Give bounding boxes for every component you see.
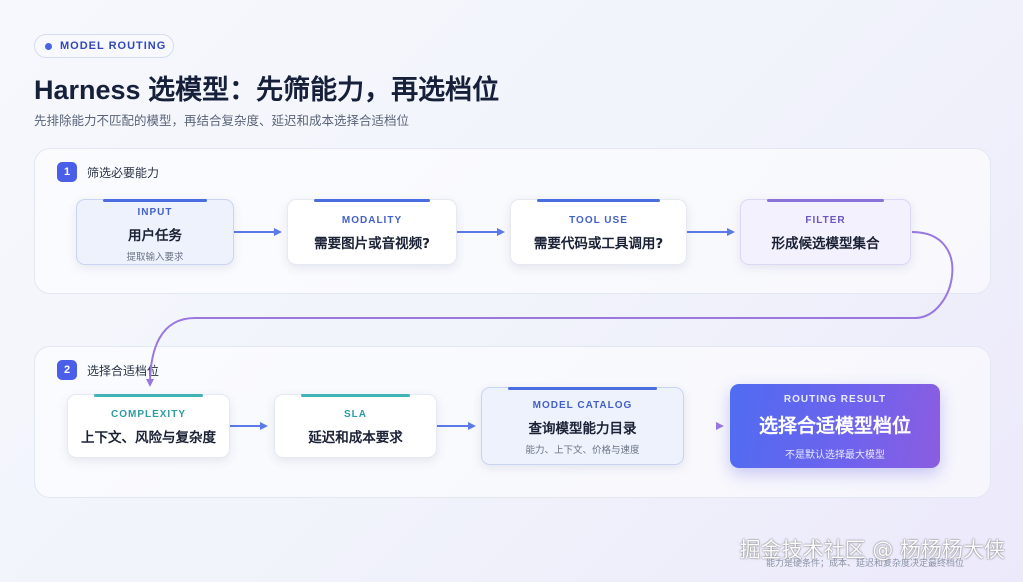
node-caption: 能力、上下文、价格与速度 (525, 445, 640, 456)
section-badge: MODEL ROUTING (34, 34, 174, 58)
node-accent-bar (537, 199, 660, 202)
node-title: 需要图片或音视频? (314, 236, 430, 252)
node-tag: MODALITY (341, 215, 403, 226)
node-tag: INPUT (137, 207, 173, 218)
node-modality: MODALITY 需要图片或音视频? (287, 199, 457, 265)
stage-1-number: 1 (57, 162, 77, 182)
badge-dot-icon (45, 42, 52, 50)
node-accent-bar (314, 199, 430, 202)
node-model-catalog: MODEL CATALOG 查询模型能力目录 能力、上下文、价格与速度 (481, 387, 684, 465)
node-tag: SLA (344, 409, 367, 420)
node-title: 形成候选模型集合 (771, 236, 880, 252)
stage-2-header: 2 选择合适档位 (57, 360, 159, 380)
footnote: 能力是硬条件；成本、延迟和复杂度决定最终档位 (766, 559, 965, 569)
stage-2-label: 选择合适档位 (87, 363, 160, 378)
node-filter: FILTER 形成候选模型集合 (740, 199, 911, 265)
node-tag: FILTER (805, 215, 846, 226)
stage-2-number: 2 (57, 360, 77, 380)
page-title: Harness 选模型：先筛能力，再选档位 (34, 75, 500, 105)
node-title: 上下文、风险与复杂度 (81, 430, 216, 446)
node-accent-bar (94, 394, 203, 397)
node-input: INPUT 用户任务 提取输入要求 (76, 199, 234, 265)
node-tag: COMPLEXITY (110, 409, 186, 420)
node-caption: 提取输入要求 (126, 252, 184, 263)
watermark: 掘金技术社区 @ 杨杨杨大侠 (739, 538, 1005, 562)
node-sla: SLA 延迟和成本要求 (274, 394, 437, 458)
node-accent-bar (103, 199, 207, 202)
stage-1-header: 1 筛选必要能力 (57, 162, 159, 182)
node-tag: ROUTING RESULT (783, 394, 887, 405)
page-subtitle: 先排除能力不匹配的模型，再结合复杂度、延迟和成本选择合适档位 (34, 113, 410, 128)
node-routing-result: ROUTING RESULT 选择合适模型档位 不是默认选择最大模型 (730, 384, 940, 468)
node-tag: MODEL CATALOG (532, 400, 633, 411)
node-accent-bar (508, 387, 657, 390)
node-caption: 不是默认选择最大模型 (785, 450, 885, 461)
node-title: 选择合适模型档位 (758, 415, 911, 437)
node-complexity: COMPLEXITY 上下文、风险与复杂度 (67, 394, 230, 458)
node-title: 查询模型能力目录 (528, 421, 637, 437)
node-title: 需要代码或工具调用? (533, 236, 664, 252)
node-title: 延迟和成本要求 (308, 430, 403, 446)
node-accent-bar (301, 394, 410, 397)
node-accent-bar (767, 199, 884, 202)
node-title: 用户任务 (128, 228, 182, 244)
node-tool-use: TOOL USE 需要代码或工具调用? (510, 199, 687, 265)
badge-label: MODEL ROUTING (60, 40, 167, 52)
node-tag: TOOL USE (569, 215, 628, 226)
stage-1-label: 筛选必要能力 (87, 165, 160, 180)
